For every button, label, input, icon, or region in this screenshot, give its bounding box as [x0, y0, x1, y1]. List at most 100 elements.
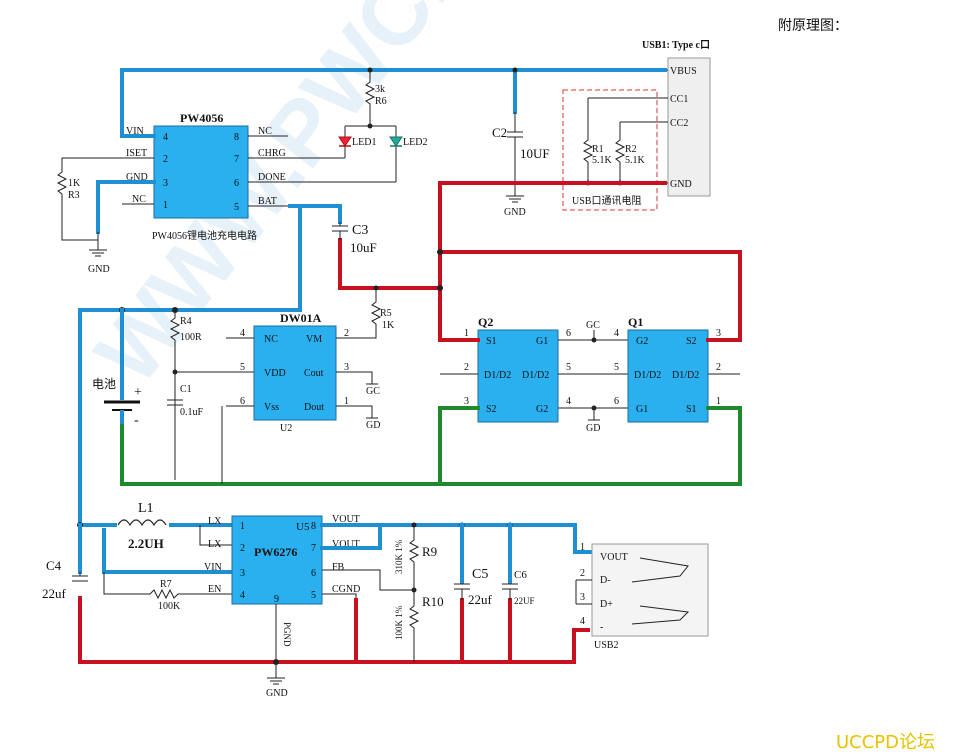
r5-resistor: R5 1K — [370, 285, 395, 331]
vout-wire — [320, 523, 592, 554]
c3-value: 10uF — [350, 240, 377, 255]
pw4056-chip: PW4056 PW4056锂电池充电电路 VIN ISET GND NC 4 2… — [118, 111, 396, 242]
pw4056-pinnum: 5 — [234, 202, 239, 213]
q1-pin-s2: S2 — [686, 336, 697, 347]
r5-ref: R5 — [380, 308, 392, 319]
header-note: 附原理图： — [778, 18, 848, 34]
q1-pin-d12b: D1/D2 — [672, 370, 699, 381]
vbus-wire — [120, 68, 667, 138]
pw4056-pinnum: 7 — [234, 154, 239, 165]
q2-pin-d12b: D1/D2 — [522, 370, 549, 381]
pw4056-pinnum: 1 — [163, 200, 168, 211]
q2-pinnum: 5 — [566, 362, 571, 373]
dw01a-pin-cout: Cout — [304, 368, 324, 379]
q2-pinnum: 2 — [464, 362, 469, 373]
q1-pinnum: 3 — [716, 328, 721, 339]
pw6276-pin-lx1: LX — [208, 516, 222, 527]
r2-ref: R2 — [625, 144, 637, 155]
q1-pin-g1: G1 — [636, 404, 648, 415]
led2-icon — [389, 136, 403, 147]
pw6276-pinnum: 6 — [311, 568, 316, 579]
usb1-title: USB1: Type c口 — [642, 40, 710, 51]
pw6276-pin-vin: VIN — [204, 562, 222, 573]
pw4056-pinnum: 2 — [163, 154, 168, 165]
dw01a-pin-vm: VM — [306, 334, 322, 345]
c2-value: 10UF — [520, 146, 550, 161]
pw4056-pin-nc: NC — [132, 194, 146, 205]
q2-pin-g2: G2 — [536, 404, 548, 415]
r9-r10-divider: R9 310K 1% R10 100K 1% — [394, 525, 444, 660]
dw01a-pinnum: 4 — [240, 328, 245, 339]
r1-value: 5.1K — [592, 155, 613, 166]
pw6276-chip: U5 PW6276 LX LX VIN EN 1 2 3 4 VOUT VOUT… — [204, 514, 360, 647]
c4-value: 22uf — [42, 586, 67, 601]
pw4056-name: PW4056 — [180, 111, 223, 125]
dw01a-pin-nc: NC — [264, 334, 278, 345]
usb2-ref: USB2 — [594, 640, 618, 651]
q1-pinnum: 6 — [614, 396, 619, 407]
l1-ref: L1 — [138, 501, 154, 516]
q2-pin-d12a: D1/D2 — [484, 370, 511, 381]
r1-ref: R1 — [592, 144, 604, 155]
boost-gnd-symbol: GND — [266, 677, 288, 699]
q2-pinnum: 1 — [464, 328, 469, 339]
dw01a-ref: U2 — [280, 423, 292, 434]
pw4056-gnd-wire — [96, 180, 122, 234]
c4-ref: C4 — [46, 558, 62, 573]
c3-capacitor: C3 10uF — [332, 222, 377, 255]
q2-pin-g1: G1 — [536, 336, 548, 347]
q1-pin-g2: G2 — [636, 336, 648, 347]
usb1-pin-cc1: CC1 — [670, 94, 688, 105]
gnd-label: GND — [266, 688, 288, 699]
r9-value: 310K 1% — [394, 539, 404, 574]
c2-gnd-label: GND — [504, 207, 526, 218]
battery-minus: - — [134, 413, 139, 428]
pw4056-pin-done: DONE — [258, 172, 286, 183]
bat-plus-rail — [78, 204, 302, 527]
dw01a-pin-dout: Dout — [304, 402, 324, 413]
q2-pin-s2: S2 — [486, 404, 497, 415]
r4-ref: R4 — [180, 316, 192, 327]
c5-ref: C5 — [472, 567, 488, 582]
q1-pin-s1: S1 — [686, 404, 697, 415]
q2-pinnum: 6 — [566, 328, 571, 339]
r3-resistor: 1K R3 — [56, 157, 122, 241]
boost-gnd-wire — [78, 596, 590, 664]
c2-capacitor: C2 10UF GND — [492, 67, 550, 218]
c3-ref: C3 — [352, 223, 368, 238]
usb1-pin-gnd: GND — [670, 179, 692, 190]
pw4056-pinnum: 6 — [234, 178, 239, 189]
r4-c1: R4 100R C1 0.1uF — [167, 310, 254, 480]
dw01a-pin-vss: Vss — [264, 402, 279, 413]
pw6276-pinnum: 8 — [311, 521, 316, 532]
gnd-symbol: GND — [88, 232, 110, 275]
pw6276-pinnum: 1 — [240, 521, 245, 532]
battery-plus: + — [134, 385, 142, 400]
pw4056-caption: PW4056锂电池充电电路 — [152, 229, 257, 242]
led2-label: LED2 — [403, 137, 427, 148]
usb1-pin-vbus: VBUS — [670, 66, 697, 77]
dw01a-gc-label: GC — [366, 386, 380, 397]
usb2-pin-dminus: D- — [600, 575, 611, 586]
c4-capacitor: C4 22uf — [42, 523, 88, 601]
dw01a-pinnum: 5 — [240, 362, 245, 373]
dw01a-chip: DW01A U2 NC VDD Vss 4 5 6 VM Cout Dout 2… — [221, 311, 380, 484]
pw6276-pin-fb: FB — [332, 562, 345, 573]
pw6276-pin-lx2: LX — [208, 539, 222, 550]
pw6276-pin-vout7: VOUT — [332, 539, 360, 550]
r6-value: 3k — [375, 84, 385, 95]
pw6276-ref: U5 — [296, 521, 310, 533]
q2-mosfet: Q2 S1 G1 D1/D2 D1/D2 S2 G2 1 6 2 5 3 4 — [438, 315, 571, 486]
pw4056-pin-vin: VIN — [126, 126, 144, 137]
q1-s2-wire — [438, 250, 742, 338]
l1-inductor: L1 2.2UH — [117, 501, 169, 551]
usb2-pinnum: 2 — [580, 568, 585, 579]
pw4056-pin-iset: ISET — [126, 148, 147, 159]
dw01a-gd-label: GD — [366, 420, 380, 431]
pw6276-pinnum: 4 — [240, 590, 245, 601]
q1-pinnum: 5 — [614, 362, 619, 373]
dw01a-pinnum: 3 — [344, 362, 349, 373]
usb2-pin-dplus: D+ — [600, 599, 613, 610]
